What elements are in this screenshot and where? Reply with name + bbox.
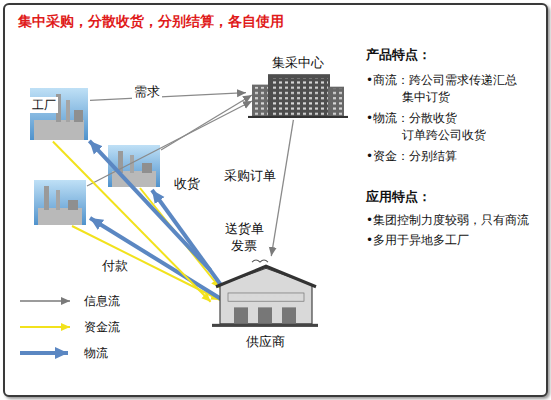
edge-label: 收货 — [172, 176, 202, 192]
money-flow-arrow — [53, 141, 211, 301]
smoke — [252, 260, 268, 262]
factory: 工厂 — [30, 88, 88, 140]
node-label: 供应商 — [246, 334, 285, 350]
roof — [216, 266, 316, 287]
factory-hall — [38, 208, 82, 225]
section-heading: 应用特点： — [366, 188, 431, 205]
warehouse — [220, 268, 312, 324]
bullet-note: •集团控制力度较弱，只有商流 — [366, 212, 529, 229]
tower — [268, 74, 330, 118]
diagram-title: 集中采购，分散收货，分别结算，各自使用 — [18, 12, 284, 30]
tank — [68, 200, 78, 210]
windows — [228, 293, 304, 301]
windows — [270, 78, 328, 116]
legend-text: 资金流 — [84, 319, 120, 336]
tank — [74, 110, 83, 122]
node-texts: 工厂 — [30, 94, 88, 113]
factory-hall — [34, 120, 84, 140]
info-flow-arrow — [271, 120, 293, 256]
goods-flow-arrow — [89, 141, 210, 271]
factory-picture — [30, 88, 88, 140]
purchase-center: 集采中心 — [248, 52, 348, 118]
sky — [34, 180, 86, 225]
legend-text: 信息流 — [84, 293, 120, 310]
node-label: 集采中心 — [272, 55, 324, 71]
sky — [30, 88, 88, 140]
node-label: 工厂 — [30, 97, 58, 113]
tank — [142, 163, 152, 173]
bullet-note: •多用于异地多工厂 — [366, 232, 469, 249]
goods-flow-line — [90, 218, 226, 302]
door — [282, 307, 296, 323]
edge-label: 需求 — [132, 84, 162, 100]
section-heading: 产品特点： — [366, 46, 431, 63]
sky — [108, 145, 160, 187]
ground — [212, 324, 318, 327]
ground — [248, 116, 348, 118]
purchase-center-art — [248, 70, 348, 118]
door — [258, 307, 272, 323]
info-flow-line — [161, 95, 252, 150]
chimney — [66, 100, 70, 122]
door — [234, 307, 248, 323]
windows — [330, 89, 342, 116]
node-texts: 集采中心 — [248, 52, 348, 71]
legend-line — [20, 326, 70, 328]
legend-text: 物流 — [84, 345, 108, 362]
chimney — [56, 190, 60, 210]
legend-line — [20, 351, 68, 355]
goods-flow-line — [152, 190, 226, 292]
extra-flows — [72, 95, 252, 302]
edge-note: 送货单 发票 — [222, 220, 266, 254]
chimney — [44, 186, 49, 210]
hq-building — [248, 70, 348, 118]
supplier-building — [212, 258, 318, 330]
edge-label: 付款 — [100, 258, 130, 274]
windows — [254, 87, 268, 116]
wing — [252, 85, 270, 118]
wing — [328, 87, 344, 118]
supplier: 供应商 — [212, 258, 318, 350]
bullet-note: •资金：分别结算 — [366, 148, 457, 165]
factory-picture — [34, 180, 86, 225]
bullet-note: •商流：跨公司需求传递汇总 集中订货 — [366, 72, 532, 106]
legend-samples — [20, 301, 70, 353]
edge-label: 采购订单 — [222, 168, 278, 184]
bullet-note: •物流：分散收货 订单跨公司收货 — [366, 110, 532, 144]
factory-art — [30, 88, 88, 140]
info-flow-arrow — [90, 93, 246, 101]
node-texts: 供应商 — [212, 331, 318, 350]
supplier-art — [212, 258, 318, 330]
legend-line — [20, 300, 70, 301]
factory-picture — [108, 145, 160, 187]
